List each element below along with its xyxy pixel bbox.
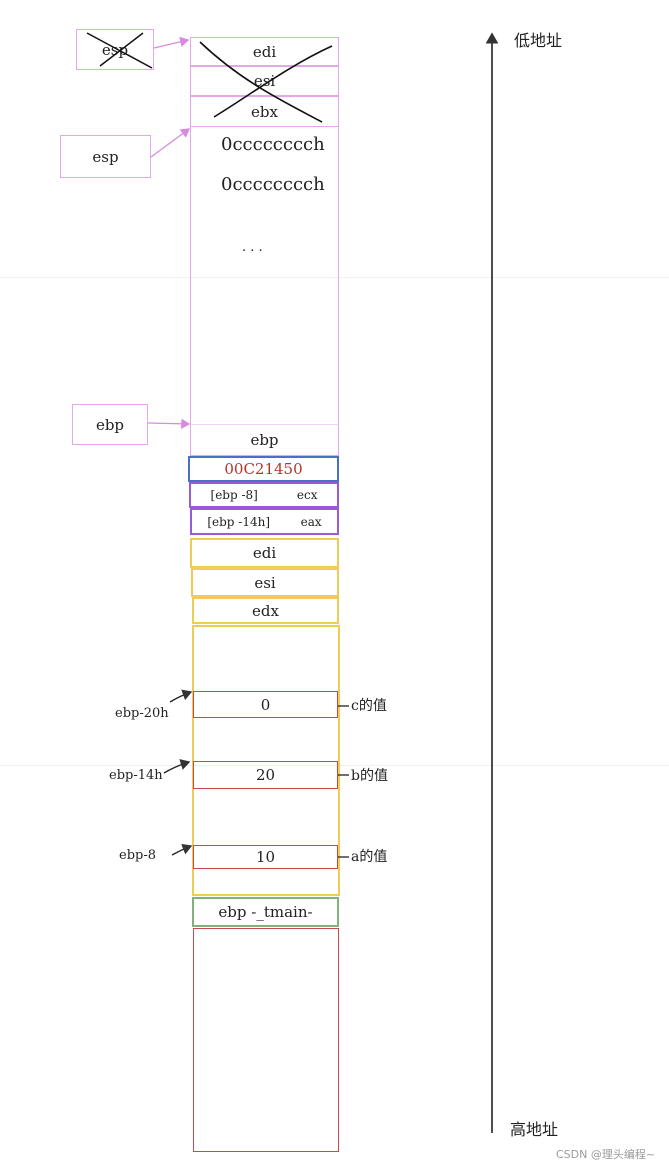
local-a-offset: ebp-8 (119, 848, 157, 863)
saved-edi-label: edi (252, 42, 277, 61)
ellipsis: . . . (242, 240, 263, 255)
cross-regs-1 (199, 41, 323, 123)
local-a-slot: 10 (193, 845, 338, 869)
eax-arg-slot: [ebp -14h] eax (190, 508, 339, 535)
ebp-arrow (147, 418, 191, 430)
local-b-desc: b的值 (351, 768, 388, 784)
cross-esp-2 (99, 32, 144, 67)
local-a-value: 10 (255, 848, 276, 866)
local-b-value: 20 (255, 766, 276, 784)
main-frame-ebp-slot: ebp -_tmain- (192, 897, 339, 927)
esp-pointer-box: esp (60, 135, 151, 178)
caller-locals-frame (192, 625, 340, 896)
return-address-value: 00C21450 (224, 460, 303, 478)
eax-arg-address: [ebp -14h] (207, 514, 271, 529)
local-c-offset: ebp-20h (115, 706, 169, 721)
saved-esi-slot: esi (190, 66, 339, 96)
saved-ebx-slot: ebx (190, 96, 339, 127)
caller-edi-slot: edi (190, 538, 339, 568)
return-address-slot: 00C21450 (188, 456, 339, 482)
local-c-slot: 0 (193, 691, 338, 718)
esp-label: esp (92, 147, 119, 166)
divider-line (0, 765, 669, 766)
ecx-arg-register: ecx (296, 488, 318, 502)
fill-value-1: 0cccccccch (221, 134, 325, 155)
esp-old-arrow (153, 36, 190, 49)
eax-arg-register: eax (300, 514, 322, 529)
saved-ebx-label: ebx (251, 102, 278, 121)
fill-value-2: 0cccccccch (221, 174, 325, 195)
caller-edx-label: edx (252, 601, 279, 620)
ebp-label: ebp (95, 415, 125, 434)
offset-14h-arrow (163, 759, 191, 774)
caller-edx-slot: edx (192, 597, 339, 624)
local-c-value: 0 (260, 695, 271, 714)
caller-esi-slot: esi (191, 568, 339, 597)
local-a-desc: a的值 (351, 849, 388, 865)
saved-esi-label: esi (253, 72, 276, 90)
offset-20h-arrow (169, 689, 193, 703)
saved-edi-slot: edi (190, 37, 339, 66)
saved-ebp-label: ebp (250, 431, 279, 449)
watermark: CSDN @理头编程~ (556, 1148, 656, 1161)
saved-ebp-slot: ebp (190, 424, 339, 456)
local-b-slot: 20 (193, 761, 338, 789)
cross-regs-2 (213, 45, 333, 118)
ecx-arg-slot: [ebp -8] ecx (189, 482, 339, 508)
low-address-label: 低地址 (514, 31, 563, 50)
high-address-label: 高地址 (510, 1120, 559, 1139)
caller-esi-label: esi (254, 573, 276, 592)
main-stack-frame (193, 928, 339, 1152)
main-frame-label: ebp -_tmain- (218, 903, 313, 921)
ecx-arg-address: [ebp -8] (210, 488, 258, 502)
offset-8-arrow (171, 843, 193, 856)
local-b-offset: ebp-14h (109, 768, 163, 783)
divider-line (0, 277, 669, 278)
esp-arrow (150, 128, 191, 158)
caller-edi-label: edi (252, 544, 277, 562)
ebp-pointer-box: ebp (72, 404, 148, 445)
local-c-desc: c的值 (351, 698, 387, 714)
